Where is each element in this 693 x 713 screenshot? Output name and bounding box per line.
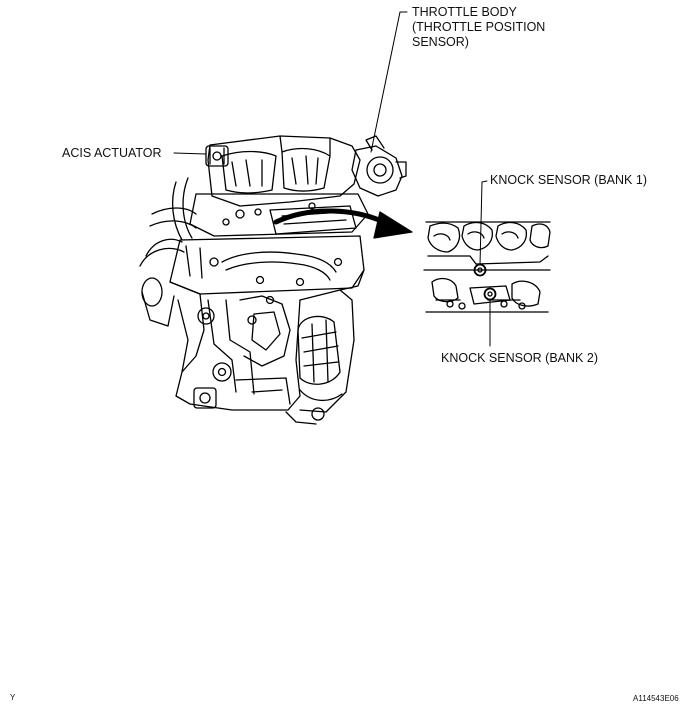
knock-bank1-leader: [479, 180, 488, 266]
throttle-body-label-line2: (THROTTLE POSITION: [412, 20, 546, 34]
knock-sensor-bank2-label: KNOCK SENSOR (BANK 2): [441, 351, 598, 365]
engine-block: [139, 135, 407, 425]
view-arrow: [273, 208, 413, 239]
throttle-body-label-line1: THROTTLE BODY: [412, 5, 517, 19]
figure-code: A114543E06: [633, 694, 679, 703]
knock-sensor-bank1-label: KNOCK SENSOR (BANK 1): [490, 173, 647, 187]
leader-lines: [173, 11, 491, 347]
acis-actuator-label: ACIS ACTUATOR: [62, 146, 162, 160]
corner-mark: Y: [10, 693, 16, 702]
throttle-body-label-line3: SENSOR): [412, 35, 469, 49]
acis-leader: [173, 152, 207, 155]
throttle-leader: [370, 11, 408, 153]
knock-sensor-detail-view: [423, 221, 551, 313]
